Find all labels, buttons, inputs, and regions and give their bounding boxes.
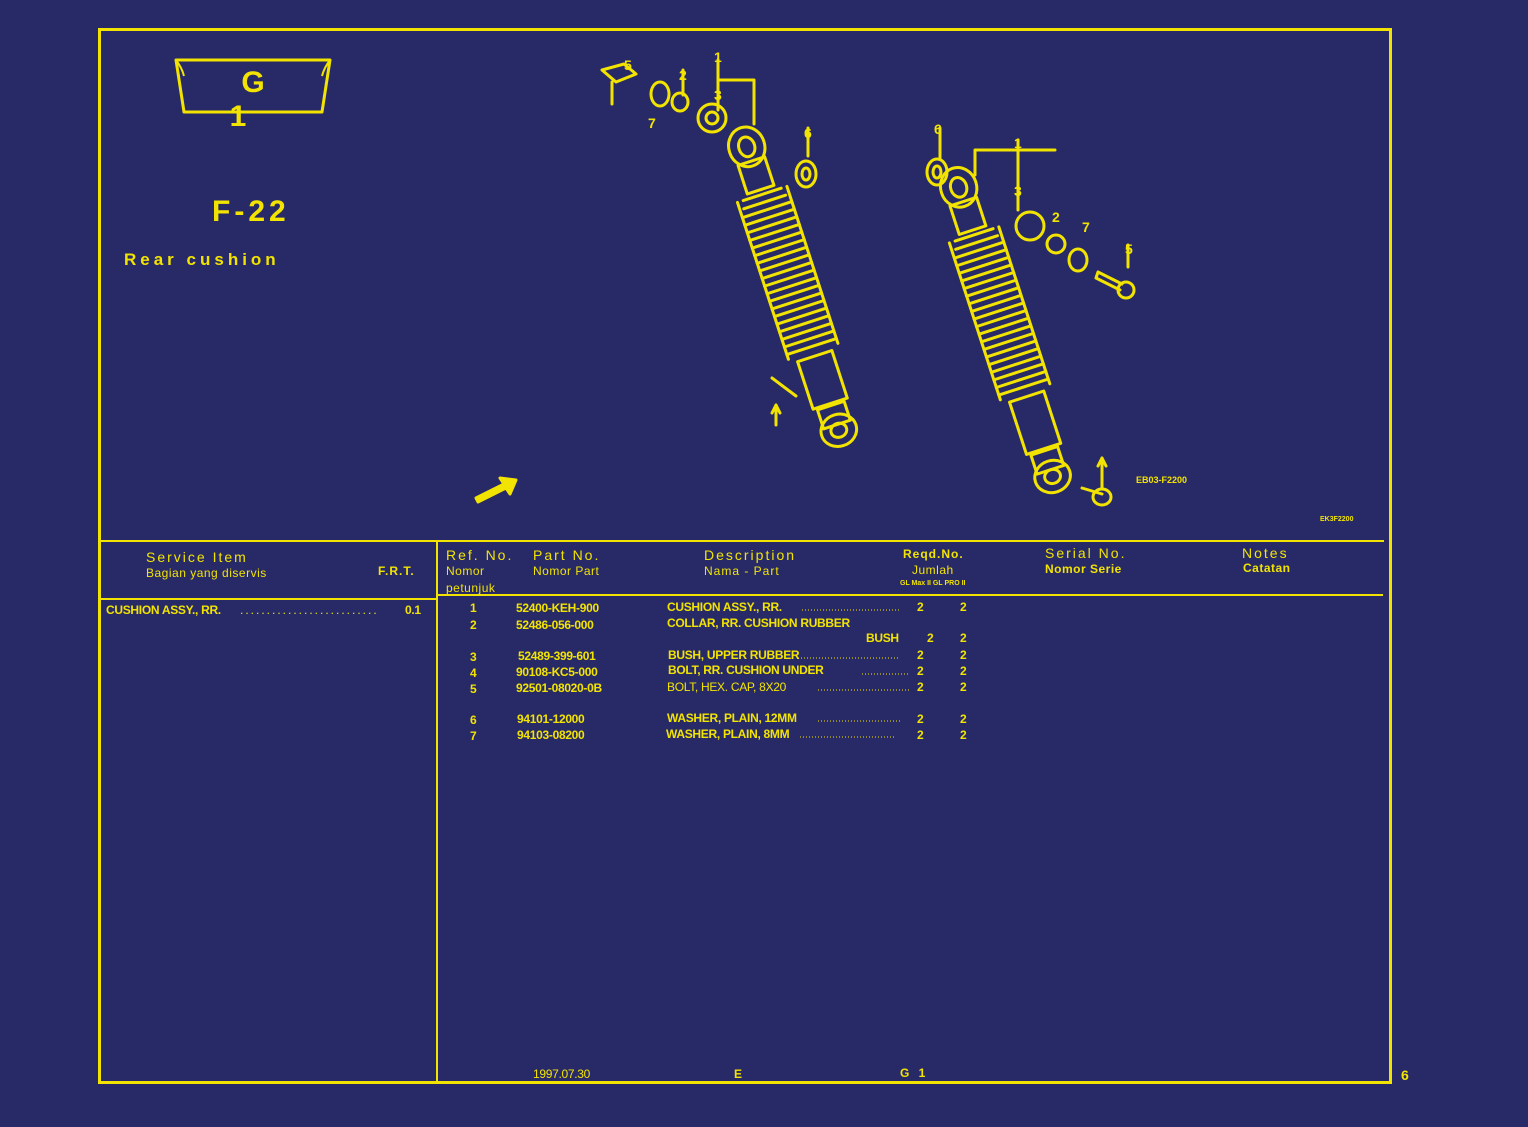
qty-header-models: GL Max II GL PRO II <box>900 580 966 587</box>
part-qty-1: 2 <box>917 680 924 694</box>
part-no-header: Part No. <box>533 547 601 563</box>
diagram-ref: EK3F2200 <box>1320 516 1354 523</box>
part-description: COLLAR, RR. CUSHION RUBBER <box>667 616 850 630</box>
section-title: Rear cushion <box>124 250 280 269</box>
part-ref: 5 <box>470 682 477 696</box>
part-number: 94101-12000 <box>517 712 585 726</box>
part-qty-2: 2 <box>960 631 967 645</box>
service-item-header-local: Bagian yang diservis <box>146 566 267 580</box>
part-number: 94103-08200 <box>517 728 585 742</box>
part-qty-1: 2 <box>917 712 924 726</box>
part-qty-1: 2 <box>927 631 934 645</box>
ref-no-header: Ref. No. <box>446 547 514 563</box>
part-qty-2: 2 <box>960 664 967 678</box>
ref-no-header-local-1: Nomor <box>446 564 485 578</box>
serial-no-header-local: Nomor Serie <box>1045 562 1122 576</box>
group-badge: G 1 <box>229 66 295 133</box>
header-bottom-rule-right <box>437 594 1383 596</box>
ref-no-header-local-2: petunjuk <box>446 581 496 595</box>
notes-header: Notes <box>1242 545 1289 561</box>
callout-number: 7 <box>648 115 656 131</box>
part-ref: 7 <box>470 729 477 743</box>
footer-date: 1997.07.30 <box>533 1067 591 1081</box>
callout-number: 5 <box>624 57 632 73</box>
part-ref: 1 <box>470 601 477 615</box>
part-description: CUSHION ASSY., RR. <box>667 600 782 614</box>
part-ref: 4 <box>470 666 477 680</box>
description-header: Description <box>704 547 797 563</box>
part-ref: 3 <box>470 650 477 664</box>
part-number: 52400-KEH-900 <box>516 601 599 615</box>
part-number: 52486-056-000 <box>516 618 594 632</box>
svg-text:7: 7 <box>1082 219 1090 235</box>
svg-text:3: 3 <box>1014 183 1022 199</box>
qty-header: Reqd.No. <box>903 547 964 561</box>
part-qty-2: 2 <box>960 680 967 694</box>
part-qty-2: 2 <box>960 648 967 662</box>
part-number: 92501-08020-0B <box>516 681 602 695</box>
service-item-name: CUSHION ASSY., RR. <box>106 603 221 617</box>
svg-text:1: 1 <box>714 49 722 65</box>
footer-edition: E <box>734 1067 742 1081</box>
diagram-code: EB03-F2200 <box>1136 475 1188 485</box>
column-divider <box>436 542 438 1084</box>
table-top-rule <box>100 540 1384 542</box>
notes-header-local: Catatan <box>1243 561 1291 575</box>
svg-text:2: 2 <box>1052 209 1060 225</box>
left-shock-absorber <box>727 125 859 448</box>
section-code: F-22 <box>212 195 290 228</box>
leader-dots: .......................... <box>240 603 379 617</box>
part-description: BOLT, RR. CUSHION UNDER <box>668 663 824 677</box>
part-description: BUSH, UPPER RUBBER <box>668 648 800 662</box>
part-description-continued: BUSH <box>866 631 899 645</box>
page-frame <box>98 28 1392 1084</box>
frt-header: F.R.T. <box>378 564 415 578</box>
part-description: BOLT, HEX. CAP, 8X20 <box>667 680 786 694</box>
svg-text:6: 6 <box>934 121 942 137</box>
part-description: WASHER, PLAIN, 8MM <box>666 727 790 741</box>
qty-header-local: Jumlah <box>912 563 954 577</box>
svg-text:6: 6 <box>804 125 812 141</box>
right-shock-absorber <box>938 166 1072 495</box>
service-item-header: Service Item <box>146 549 248 565</box>
serial-no-header: Serial No. <box>1045 545 1127 561</box>
service-item-frt: 0.1 <box>405 603 421 617</box>
part-number: 52489-399-601 <box>518 649 596 663</box>
part-qty-1: 2 <box>917 600 924 614</box>
description-header-local: Nama - Part <box>704 564 780 578</box>
part-ref: 6 <box>470 713 477 727</box>
svg-text:2: 2 <box>679 67 687 83</box>
part-qty-1: 2 <box>917 664 924 678</box>
part-number: 90108-KC5-000 <box>516 665 598 679</box>
part-qty-2: 2 <box>960 712 967 726</box>
footer-group: G 1 <box>900 1066 929 1080</box>
part-description: WASHER, PLAIN, 12MM <box>667 711 797 725</box>
part-qty-2: 2 <box>960 728 967 742</box>
part-qty-1: 2 <box>917 728 924 742</box>
part-no-header-local: Nomor Part <box>533 564 600 578</box>
page-number: 6 <box>1401 1067 1409 1083</box>
svg-text:3: 3 <box>714 87 722 103</box>
group-badge-outline <box>174 58 332 114</box>
part-qty-1: 2 <box>917 648 924 662</box>
part-ref: 2 <box>470 618 477 632</box>
part-qty-2: 2 <box>960 600 967 614</box>
header-bottom-rule-left <box>100 598 436 600</box>
svg-text:5: 5 <box>1125 241 1133 257</box>
svg-text:1: 1 <box>1014 135 1022 151</box>
